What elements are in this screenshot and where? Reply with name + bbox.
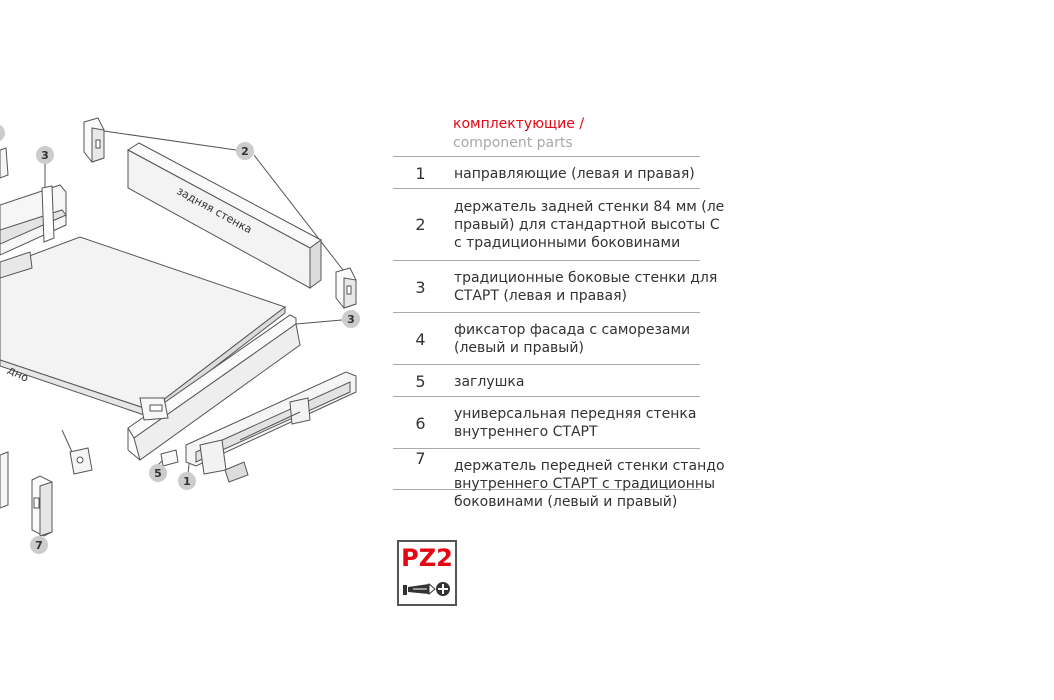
front-fixer-part <box>61 429 93 475</box>
pz2-badge: PZ2 <box>397 540 457 606</box>
svg-text:7: 7 <box>35 539 43 552</box>
corner-fragment <box>0 451 9 509</box>
svg-text:3: 3 <box>41 149 49 162</box>
exploded-drawer-diagram: дно задняя стенка <box>0 117 360 554</box>
part-number: 6 <box>415 414 426 433</box>
parts-title-ru: комплектующие / <box>453 116 585 132</box>
part-description: фиксатор фасада с саморезами(левый и пра… <box>454 322 691 356</box>
screwdriver-pozidriv-icon <box>403 582 450 596</box>
back-wall-holder-left <box>83 117 105 163</box>
part-number: 4 <box>415 330 426 349</box>
svg-text:3: 3 <box>347 313 355 326</box>
callout-5: 5 <box>149 464 167 482</box>
callout-3-top: 3 <box>36 146 54 164</box>
table-row: 1 направляющие (левая и правая) <box>393 156 700 189</box>
side-wall-right <box>127 314 301 461</box>
pz2-label: PZ2 <box>401 544 453 572</box>
callout-2: 2 <box>236 142 254 160</box>
parts-table: 1 направляющие (левая и правая) 2 держат… <box>393 156 724 490</box>
part-number: 3 <box>415 278 426 297</box>
part-number: 1 <box>415 164 426 183</box>
callout-3-right: 3 <box>342 310 360 328</box>
back-wall-holder-right <box>335 267 357 309</box>
part-description: направляющие (левая и правая) <box>454 166 695 182</box>
part-number: 2 <box>415 215 426 234</box>
plug-part <box>160 449 179 467</box>
callout-1: 1 <box>178 472 196 490</box>
leader-lines <box>0 130 344 475</box>
part-number: 7 <box>415 449 426 468</box>
svg-text:5: 5 <box>154 467 162 480</box>
part-description: заглушка <box>454 374 525 390</box>
part-number: 5 <box>415 372 426 391</box>
table-row: 4 фиксатор фасада с саморезами(левый и п… <box>393 312 700 365</box>
front-wall-holder-part <box>31 475 53 537</box>
svg-text:2: 2 <box>241 145 249 158</box>
side-wall-left <box>0 184 67 279</box>
runner-part <box>185 371 357 483</box>
back-corner-part <box>0 147 9 179</box>
callout-7: 7 <box>30 536 48 554</box>
bottom-panel: дно <box>0 236 287 419</box>
callout-partial <box>0 124 5 142</box>
table-row: 7 <box>393 448 700 490</box>
parts-title-en: component parts <box>453 135 573 151</box>
svg-text:1: 1 <box>183 475 191 488</box>
table-row: 5 заглушка <box>393 364 700 397</box>
